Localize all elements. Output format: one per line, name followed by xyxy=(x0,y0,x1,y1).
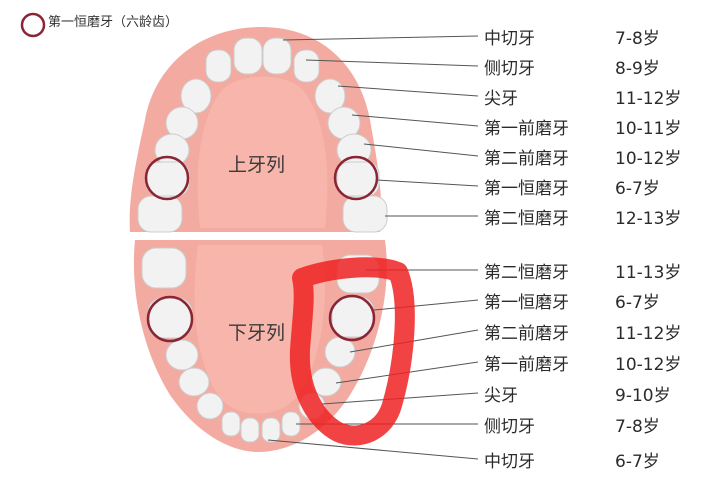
tooth-name: 侧切牙 xyxy=(484,59,535,79)
six-year-molar-rings xyxy=(144,155,379,343)
eruption-age: 12-13岁 xyxy=(615,209,682,229)
eruption-age: 11-12岁 xyxy=(615,324,682,344)
lower-row-central-incisor: 中切牙 6-7岁 xyxy=(470,447,710,472)
eruption-age: 6-7岁 xyxy=(615,293,660,313)
upper-row-central-incisor: 中切牙 7-8岁 xyxy=(470,24,710,49)
lower-row-canine: 尖牙 9-10岁 xyxy=(470,381,710,406)
tooth-lower-central-left xyxy=(240,417,260,443)
tooth-name: 中切牙 xyxy=(484,452,535,472)
tooth-upper-central-left xyxy=(233,37,263,75)
eruption-age: 7-8岁 xyxy=(615,417,660,437)
upper-row-first-premolar: 第一前磨牙 10-11岁 xyxy=(470,114,710,139)
ring-lower-left xyxy=(146,295,194,343)
tooth-name: 第一恒磨牙 xyxy=(484,293,569,313)
tooth-name: 侧切牙 xyxy=(484,417,535,437)
eruption-age: 8-9岁 xyxy=(615,59,660,79)
tooth-name: 中切牙 xyxy=(484,29,535,49)
tooth-upper-lateral-right xyxy=(293,49,320,83)
tooth-lower-premolar2-left xyxy=(165,339,199,371)
tooth-upper-lateral-left xyxy=(205,49,232,83)
upper-row-second-molar: 第二恒磨牙 12-13岁 xyxy=(470,204,710,229)
upper-palate xyxy=(197,76,328,228)
legend-label: 第一恒磨牙（六龄齿） xyxy=(48,15,179,30)
eruption-age: 10-12岁 xyxy=(615,149,682,169)
upper-row-lateral-incisor: 侧切牙 8-9岁 xyxy=(470,54,710,79)
tooth-name: 第一前磨牙 xyxy=(484,119,569,139)
eruption-age: 6-7岁 xyxy=(615,452,660,472)
tooth-upper-canine-right xyxy=(314,78,346,114)
tooth-name: 第二前磨牙 xyxy=(484,149,569,169)
tooth-name: 第一前磨牙 xyxy=(484,355,569,375)
tooth-name: 第二前磨牙 xyxy=(484,324,569,344)
lower-row-second-premolar: 第二前磨牙 11-12岁 xyxy=(470,319,710,344)
tooth-lower-lateral-left xyxy=(221,411,241,437)
eruption-age: 10-11岁 xyxy=(615,119,682,139)
tooth-upper-canine-left xyxy=(180,78,212,114)
lower-row-first-premolar: 第一前磨牙 10-12岁 xyxy=(470,350,710,375)
eruption-age: 6-7岁 xyxy=(615,179,660,199)
tooth-upper-premolar2-left xyxy=(154,133,190,167)
ring-lower-right xyxy=(328,294,376,342)
upper-teeth xyxy=(137,37,388,233)
tooth-upper-molar2-right xyxy=(342,195,388,233)
red-marker-scribble xyxy=(289,257,415,446)
upper-row-canine: 尖牙 11-12岁 xyxy=(470,84,710,109)
tooth-name: 第一恒磨牙 xyxy=(484,179,569,199)
ring-upper-right xyxy=(333,155,379,201)
tooth-upper-molar2-left xyxy=(137,195,183,233)
lower-row-second-molar: 第二恒磨牙 11-13岁 xyxy=(470,258,710,283)
upper-arch-label: 上牙列 xyxy=(228,154,286,176)
tooth-lower-central-right xyxy=(261,417,281,443)
eruption-age: 11-12岁 xyxy=(615,89,682,109)
tooth-upper-central-right xyxy=(262,37,292,75)
lower-arch-label: 下牙列 xyxy=(228,322,286,344)
ring-upper-left xyxy=(144,155,190,201)
tooth-lower-premolar1-left xyxy=(178,367,210,397)
tooth-name: 尖牙 xyxy=(484,386,518,406)
tooth-name: 第二恒磨牙 xyxy=(484,209,569,229)
eruption-age: 10-12岁 xyxy=(615,355,682,375)
eruption-age: 9-10岁 xyxy=(615,386,671,406)
lower-row-first-molar: 第一恒磨牙 6-7岁 xyxy=(470,288,710,313)
upper-row-first-molar: 第一恒磨牙 6-7岁 xyxy=(470,174,710,199)
upper-row-second-premolar: 第二前磨牙 10-12岁 xyxy=(470,144,710,169)
eruption-age: 7-8岁 xyxy=(615,29,660,49)
legend-ring-icon xyxy=(20,12,46,38)
tooth-lower-canine-left xyxy=(196,392,224,420)
tooth-name: 尖牙 xyxy=(484,89,518,109)
lower-teeth xyxy=(141,247,380,443)
tooth-name: 第二恒磨牙 xyxy=(484,263,569,283)
eruption-age: 11-13岁 xyxy=(615,263,682,283)
tooth-lower-molar2-left xyxy=(141,247,187,289)
lower-row-lateral-incisor: 侧切牙 7-8岁 xyxy=(470,412,710,437)
